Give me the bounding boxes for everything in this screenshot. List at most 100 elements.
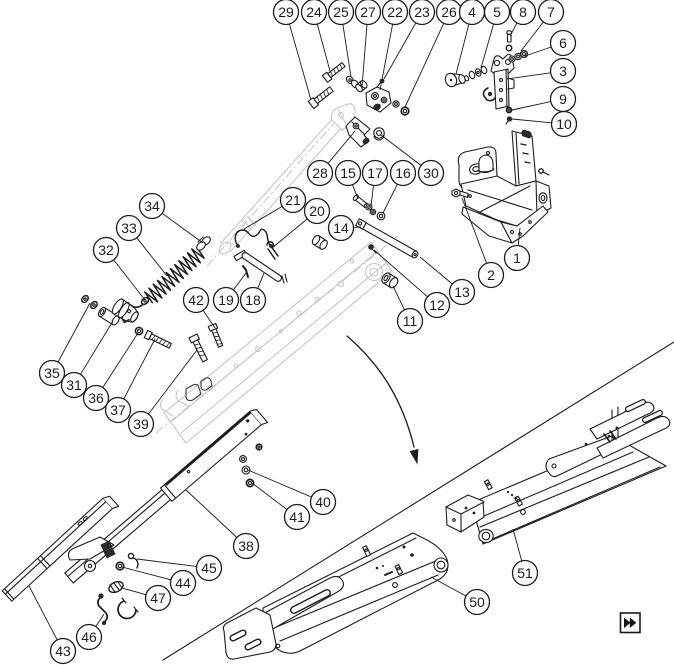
callout-balloon-47	[144, 584, 172, 612]
callout-number-4: 4	[468, 4, 476, 20]
callout-leader-33	[136, 237, 168, 277]
part-clevis-28	[345, 116, 371, 148]
part-c-clip-46	[117, 597, 139, 620]
callout-balloon-27	[354, 0, 382, 26]
callout-number-21: 21	[285, 192, 301, 208]
part-guide-housing	[111, 298, 139, 324]
callout-balloon-12	[423, 291, 451, 319]
callout-number-18: 18	[245, 292, 261, 308]
callout-balloon-44	[169, 569, 197, 597]
callout-leader-25	[342, 24, 352, 78]
next-page-button[interactable]	[619, 612, 641, 634]
callout-number-37: 37	[110, 402, 126, 418]
callout-leader-30	[380, 134, 422, 166]
callout-number-27: 27	[360, 4, 376, 20]
callout-leader-39	[148, 349, 198, 415]
callout-leader-45	[136, 558, 197, 567]
part-bolt-37	[143, 329, 172, 349]
callout-number-46: 46	[81, 629, 97, 645]
callout-leader-18	[257, 272, 265, 289]
callout-number-35: 35	[44, 365, 60, 381]
part-cap-47	[108, 580, 124, 594]
callout-leader-44	[121, 566, 172, 581]
callout-balloon-24	[300, 0, 328, 26]
callout-balloon-25	[327, 0, 355, 26]
callout-balloon-35	[38, 359, 66, 387]
part-screw-12	[368, 244, 377, 254]
part-bushing-31	[97, 306, 120, 326]
callout-balloon-8	[509, 0, 537, 26]
callout-leader-7	[520, 21, 544, 52]
part-bolt-42	[207, 322, 224, 348]
ground-line	[162, 341, 674, 661]
part-rod-18	[233, 249, 288, 284]
callout-balloon-39	[127, 410, 155, 438]
callout-number-42: 42	[188, 292, 204, 308]
callout-balloon-40	[309, 488, 337, 516]
callout-balloon-17	[361, 159, 389, 187]
part-rail-51	[445, 399, 671, 545]
callout-leader-13	[419, 256, 453, 285]
callout-balloon-11	[396, 307, 424, 335]
part-pin-46	[97, 593, 109, 626]
callout-leader-32	[113, 259, 146, 301]
callout-leader-50	[430, 576, 467, 597]
part-nut-44	[115, 561, 125, 571]
callout-leader-2	[461, 197, 488, 264]
part-washers-35	[80, 294, 99, 310]
callout-number-41: 41	[289, 509, 305, 525]
callout-number-14: 14	[333, 220, 349, 236]
callout-balloon-10	[550, 110, 578, 138]
callout-number-11: 11	[403, 313, 418, 329]
part-pin-16	[376, 211, 386, 221]
callout-number-22: 22	[387, 4, 403, 20]
callout-leader-21	[243, 206, 283, 230]
callout-leader-15	[352, 184, 359, 200]
callout-number-43: 43	[55, 643, 71, 659]
callout-balloon-30	[417, 159, 445, 187]
callout-number-16: 16	[395, 165, 411, 181]
callout-balloon-33	[115, 214, 143, 242]
callout-balloon-14	[327, 214, 355, 242]
part-screw-2	[451, 188, 469, 199]
callout-number-31: 31	[66, 377, 82, 393]
callout-balloon-19	[212, 286, 240, 314]
callout-number-51: 51	[517, 565, 533, 581]
callout-leader-19	[233, 272, 247, 291]
callout-balloon-7	[537, 0, 565, 26]
callout-number-28: 28	[312, 165, 328, 181]
callout-number-19: 19	[218, 292, 234, 308]
callout-leader-22	[379, 24, 394, 91]
callout-number-29: 29	[278, 4, 294, 20]
callout-leader-6	[524, 46, 552, 57]
callout-balloon-45	[195, 554, 223, 582]
part-rod-13	[355, 218, 419, 259]
callout-balloon-1	[503, 244, 531, 272]
part-washers-5	[468, 65, 488, 80]
callout-balloon-28	[306, 159, 334, 187]
callout-leader-36	[102, 332, 139, 388]
callout-balloon-5	[483, 0, 511, 26]
callout-leader-24	[316, 23, 331, 72]
callout-balloon-20	[303, 197, 331, 225]
part-washers-7-6	[508, 49, 529, 63]
callout-balloon-34	[138, 192, 166, 220]
callout-number-9: 9	[559, 91, 567, 107]
callout-balloon-42	[182, 286, 210, 314]
callout-balloon-41	[283, 503, 311, 531]
callout-number-45: 45	[201, 560, 217, 576]
callout-balloon-37	[104, 396, 132, 424]
callout-leader-51	[512, 528, 523, 562]
callout-balloon-43	[49, 637, 77, 665]
callout-leader-9	[511, 101, 551, 111]
part-bolt-39	[188, 333, 208, 363]
callout-leader-27	[361, 24, 368, 88]
part-washer-nut-26	[392, 100, 410, 116]
callout-number-50: 50	[469, 594, 485, 610]
part-washers-17	[365, 203, 377, 216]
part-washer-36	[134, 326, 144, 336]
callout-leader-40	[247, 469, 312, 498]
callout-number-10: 10	[556, 116, 572, 132]
part-clip-20	[266, 241, 279, 260]
